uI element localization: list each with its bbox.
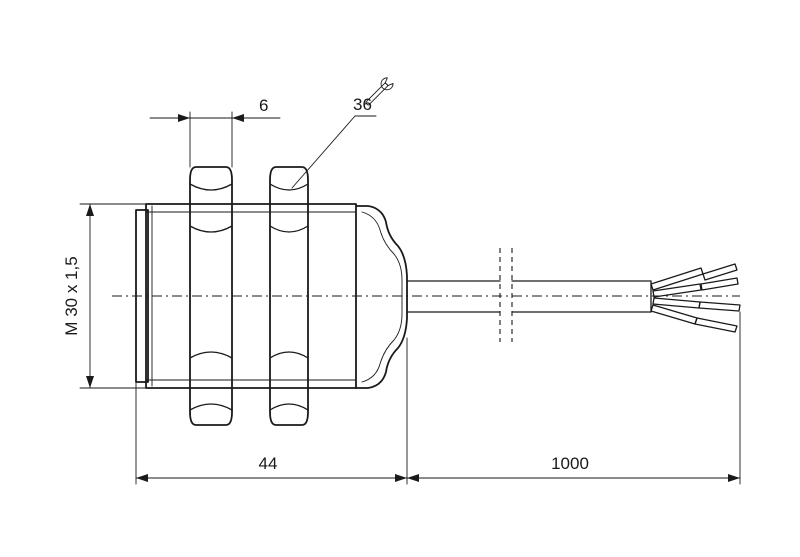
cable (406, 248, 652, 342)
dimension-nut-thickness: 6 (149, 96, 281, 168)
nut-thickness-label: 6 (259, 96, 268, 115)
thread-label: M 30 x 1,5 (62, 256, 81, 335)
nut-rear (269, 166, 309, 426)
cable-length-label: 1000 (551, 454, 589, 473)
dimension-cable-length: 1000 (406, 311, 741, 485)
nut-front (189, 166, 233, 426)
dimension-body-length: 44 (135, 337, 408, 485)
wrench-size-label: 36 (353, 95, 372, 114)
rear-cap (355, 205, 408, 389)
dimension-thread: M 30 x 1,5 (62, 203, 147, 389)
wires (650, 263, 741, 333)
wrench-icon (365, 77, 394, 106)
dimension-wrench-size: 36 (291, 77, 394, 189)
threaded-body (135, 203, 357, 389)
body-length-label: 44 (259, 454, 278, 473)
